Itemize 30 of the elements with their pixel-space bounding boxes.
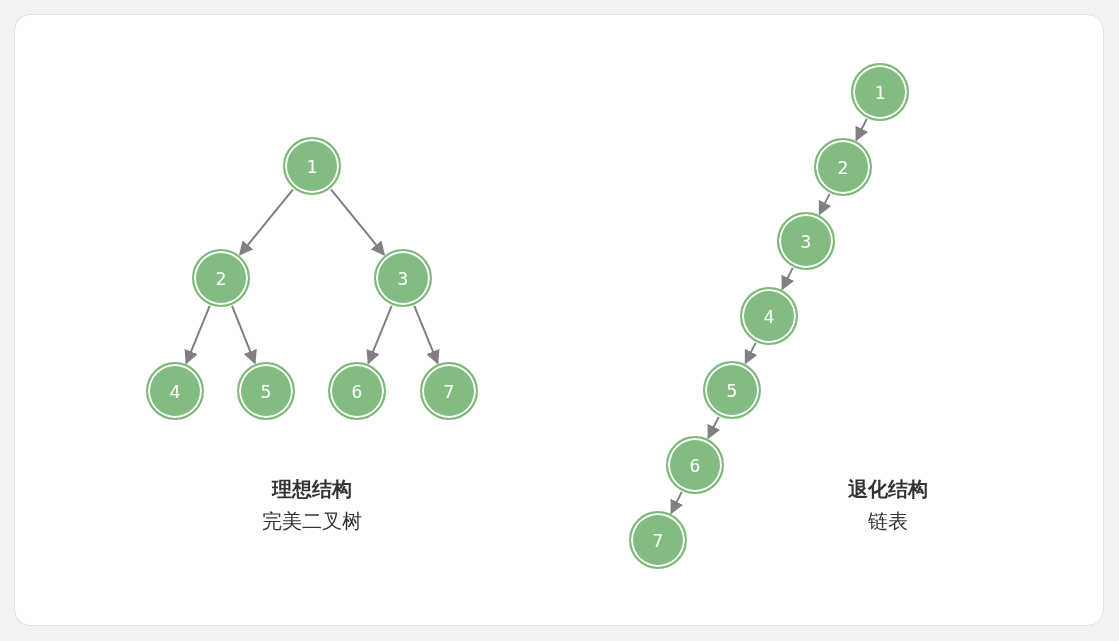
node-value: 3 <box>397 267 409 289</box>
arrow <box>818 192 832 216</box>
node-value: 4 <box>763 305 775 327</box>
arrow <box>855 117 869 142</box>
node-value: 7 <box>652 529 664 551</box>
arrow <box>329 188 386 256</box>
node-value: 6 <box>351 380 363 402</box>
arrow <box>413 304 440 365</box>
node-value: 6 <box>689 454 701 476</box>
arrow <box>184 304 211 365</box>
structure-title: 退化结构 <box>848 475 928 503</box>
structure-subtitle: 完美二叉树 <box>262 507 362 535</box>
node-value: 2 <box>837 156 849 178</box>
arrow <box>238 188 295 256</box>
structure-title: 理想结构 <box>272 475 352 503</box>
node-value: 2 <box>215 267 227 289</box>
arrow <box>707 415 721 440</box>
arrow <box>781 266 795 291</box>
node-value: 5 <box>726 379 738 401</box>
arrow <box>670 490 684 515</box>
node-value: 4 <box>169 380 181 402</box>
arrow <box>366 304 393 365</box>
node-value: 5 <box>260 380 272 402</box>
arrow <box>231 304 257 365</box>
node-value: 3 <box>800 230 812 252</box>
arrow <box>744 341 758 365</box>
node-value: 7 <box>443 380 455 402</box>
node-value: 1 <box>306 155 318 177</box>
node-value: 1 <box>874 81 886 103</box>
structure-subtitle: 链表 <box>868 507 908 535</box>
